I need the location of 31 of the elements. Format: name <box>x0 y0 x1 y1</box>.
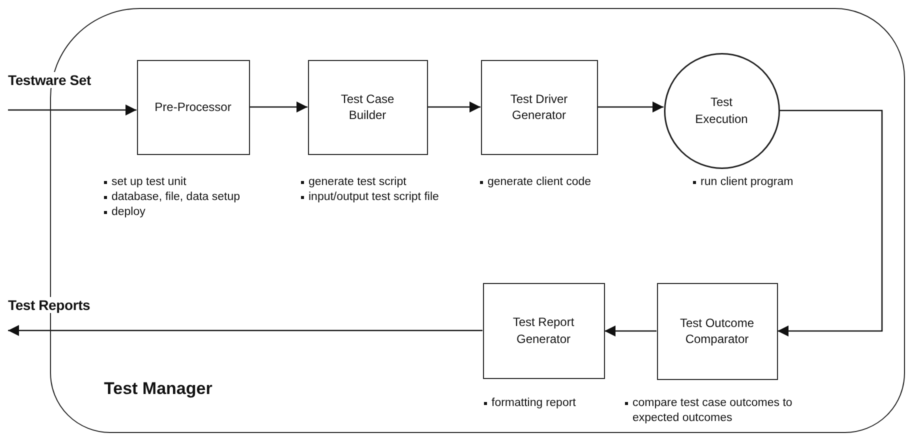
process-circle <box>664 52 780 168</box>
bullet-note: database, file, data setup <box>102 190 272 204</box>
bullet-note: generate client code <box>478 174 628 190</box>
process-box <box>308 60 428 154</box>
process-box <box>656 282 778 380</box>
group-title: Test Manager <box>104 379 212 399</box>
process-box <box>482 282 604 378</box>
arrow <box>8 325 482 336</box>
bullet-note: formatting report <box>482 396 612 410</box>
arrow <box>778 110 883 336</box>
node-label: Test Outcome Comparator <box>678 314 756 348</box>
arrow <box>8 104 136 116</box>
node-label: Pre-Processor <box>154 98 232 116</box>
bullet-note: run client program <box>692 174 832 190</box>
bullet-note: set up test unit <box>102 174 272 190</box>
bullet-note: compare test case outcomes to expected outcomes <box>624 396 804 426</box>
arrow <box>250 102 308 112</box>
bullet-note: generate test script <box>300 174 450 190</box>
node-label: Test Reports <box>8 297 90 313</box>
process-box <box>136 60 250 154</box>
node-label: Test Case Builder <box>340 90 396 124</box>
arrow <box>428 102 480 112</box>
node-label: Test Driver Generator <box>509 90 569 124</box>
node-label: Testware Set <box>8 72 91 88</box>
node-label: Test Report Generator <box>512 314 576 347</box>
process-box <box>480 60 598 154</box>
bullet-note: deploy <box>102 204 272 220</box>
arrow <box>598 102 664 112</box>
bullet-note: input/output test script file <box>300 190 450 204</box>
node-label: Test Execution <box>694 94 749 127</box>
arrow <box>604 326 656 336</box>
